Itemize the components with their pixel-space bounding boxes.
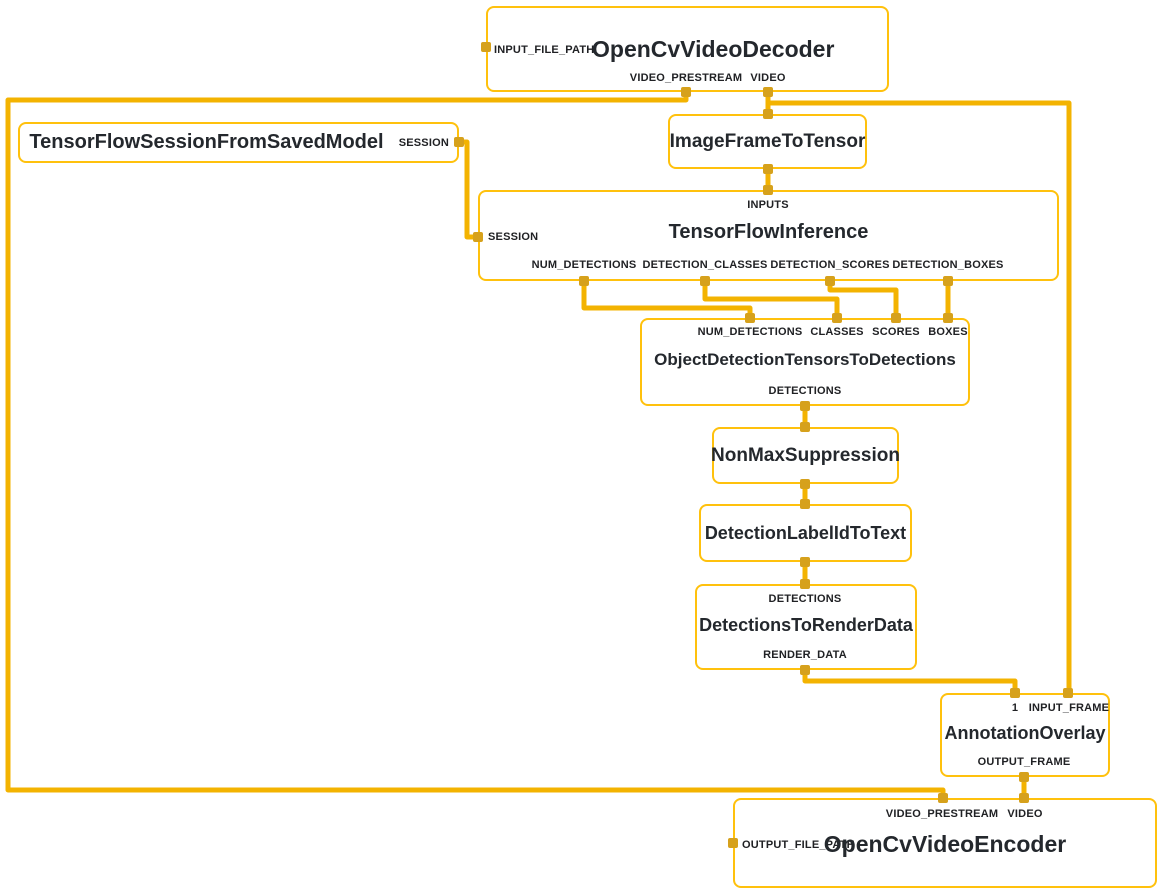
port-label-render-data-out: RENDER_DATA [763,649,847,661]
wire-detection-classes [702,281,840,318]
port-tfinference-num-detections [579,276,589,286]
port-label-classes-in: CLASSES [810,326,864,338]
node-detections-to-render-data[interactable]: DETECTIONS DetectionsToRenderData RENDER… [695,584,917,670]
port-imageframe-out [763,164,773,174]
port-label-detection-classes: DETECTION_CLASSES [642,259,768,271]
port-objdet-boxes [943,313,953,323]
node-title: AnnotationOverlay [944,723,1106,743]
wire-session [459,139,478,240]
port-renderdata-in [800,579,810,589]
port-labelid-in [800,499,810,509]
port-label-scores-in: SCORES [872,326,920,338]
port-annotation-1 [1010,688,1020,698]
wire-render-data [802,670,1018,693]
port-label-detections-in: DETECTIONS [768,593,842,605]
port-nonmax-in [800,422,810,432]
port-label-output-file-path: OUTPUT_FILE_PATH [742,839,855,851]
node-annotation-overlay[interactable]: 1 INPUT_FRAME AnnotationOverlay OUTPUT_F… [940,693,1110,777]
port-annotation-input-frame [1063,688,1073,698]
port-encoder-video [1019,793,1029,803]
port-label-session-out: SESSION [398,137,449,149]
node-title: OpenCvVideoDecoder [592,36,835,62]
node-tensorflow-inference[interactable]: INPUTS SESSION TensorFlowInference NUM_D… [478,190,1059,281]
port-renderdata-out [800,665,810,675]
node-object-detection-tensors-to-detections[interactable]: NUM_DETECTIONS CLASSES SCORES BOXES Obje… [640,318,970,406]
port-decoder-video-prestream [681,87,691,97]
port-label-input-file-path: INPUT_FILE_PATH [494,44,595,56]
node-opencv-video-encoder[interactable]: VIDEO_PRESTREAM VIDEO OUTPUT_FILE_PATH O… [733,798,1157,888]
port-nonmax-out [800,479,810,489]
wire-video-to-annotation [768,100,1072,693]
port-tfinference-inputs [763,185,773,195]
wire-video-prestream-loop [5,92,946,798]
port-tfsession-session [454,137,464,147]
port-label-video-prestream-in: VIDEO_PRESTREAM [885,808,999,820]
node-opencv-video-decoder[interactable]: INPUT_FILE_PATH OpenCvVideoDecoder VIDEO… [486,6,889,92]
port-encoder-video-prestream [938,793,948,803]
port-label-detection-boxes: DETECTION_BOXES [892,259,1004,271]
node-image-frame-to-tensor[interactable]: ImageFrameToTensor [668,114,867,169]
port-objdet-scores [891,313,901,323]
port-tfinference-detection-boxes [943,276,953,286]
node-tensorflow-session-from-saved-model[interactable]: TensorFlowSessionFromSavedModel SESSION [18,122,459,163]
port-objdet-detections [800,401,810,411]
port-label-video-in: VIDEO [1007,808,1043,820]
node-title: NonMaxSuppression [711,444,900,466]
port-label-output-frame: OUTPUT_FRAME [977,756,1071,768]
node-title: DetectionsToRenderData [699,615,913,635]
port-encoder-output-file-path [728,838,738,848]
port-label-num-detections-in: NUM_DETECTIONS [697,326,803,338]
node-title: ObjectDetectionTensorsToDetections [654,350,956,369]
port-tfinference-detection-classes [700,276,710,286]
node-detection-label-id-to-text[interactable]: DetectionLabelIdToText [699,504,912,562]
port-label-video: VIDEO [750,72,786,84]
port-decoder-video [763,87,773,97]
port-label-1: 1 [1011,702,1019,714]
port-label-boxes-in: BOXES [928,326,968,338]
node-non-max-suppression[interactable]: NonMaxSuppression [711,427,900,484]
port-objdet-classes [832,313,842,323]
node-title: OpenCvVideoEncoder [823,831,1067,857]
port-label-video-prestream: VIDEO_PRESTREAM [629,72,743,84]
port-label-detections-out: DETECTIONS [768,385,842,397]
port-label-num-detections: NUM_DETECTIONS [531,259,637,271]
node-title: TensorFlowInference [668,221,869,243]
node-title: ImageFrameToTensor [669,130,866,152]
port-tfinference-session [473,232,483,242]
port-labelid-out [800,557,810,567]
port-objdet-num-detections [745,313,755,323]
port-imageframe-in [763,109,773,119]
port-label-session-in: SESSION [488,231,539,243]
port-label-inputs: INPUTS [747,199,789,211]
port-decoder-input-file-path [481,42,491,52]
port-label-detection-scores: DETECTION_SCORES [770,259,890,271]
port-annotation-output-frame [1019,772,1029,782]
node-title: TensorFlowSessionFromSavedModel [29,131,384,153]
port-tfinference-detection-scores [825,276,835,286]
node-title: DetectionLabelIdToText [704,522,907,543]
port-label-input-frame: INPUT_FRAME [1028,702,1110,714]
